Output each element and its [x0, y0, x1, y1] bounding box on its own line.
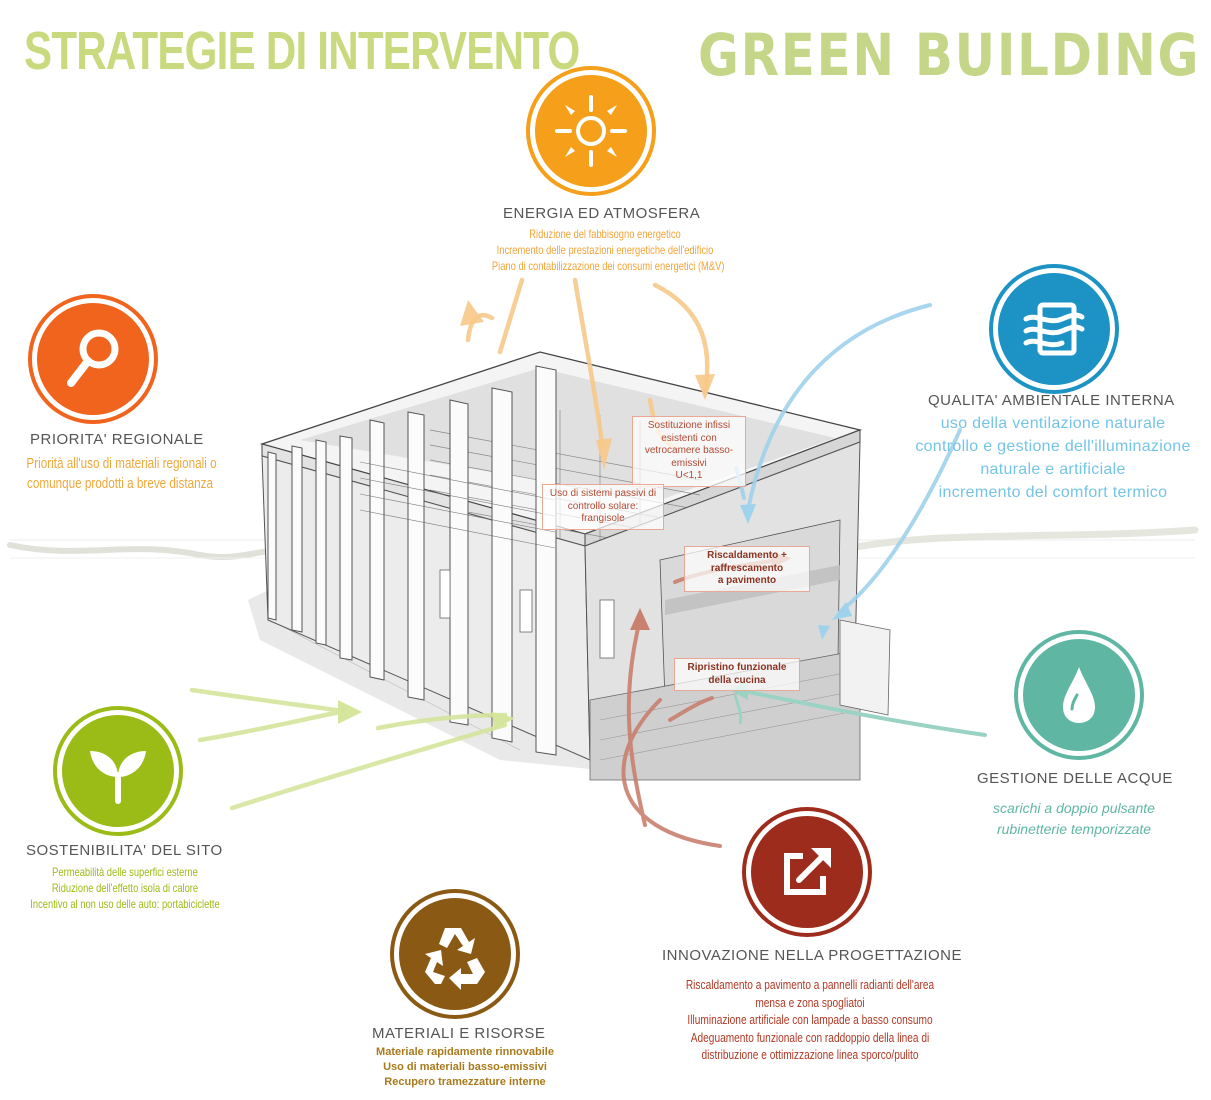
site-heading: SOSTENIBILITA' DEL SITO: [26, 842, 223, 859]
materials-circle: [394, 893, 516, 1015]
external-link-arrow-icon: [784, 848, 831, 895]
innovation-line-3: Illuminazione artificiale con lampade a …: [687, 1012, 933, 1028]
regional-lines: Priorità all'uso di materiali regionali …: [26, 454, 217, 495]
energy-line-3: Piano di contabilizzazione dei consumi e…: [491, 259, 725, 274]
callout-cucina-line-1: Ripristino funzionale della cucina: [687, 662, 787, 686]
water-drop-icon: [1063, 667, 1095, 723]
indoor-lines: uso della ventilazione naturale controll…: [895, 413, 1211, 505]
callout-riscaldamento: Riscaldamento + raffrescamento a pavimen…: [684, 546, 810, 592]
site-line-2: Riduzione dell'effetto isola di calore: [51, 881, 199, 896]
innovation-circle: [746, 811, 868, 933]
innovation-lines: Riscaldamento a pavimento a pannelli rad…: [670, 976, 951, 1064]
water-line-1: scarichi a doppio pulsante: [993, 800, 1155, 816]
indoor-line-2: controllo e gestione dell'illuminazione: [915, 437, 1191, 455]
materials-line-1: Materiale rapidamente rinnovabile: [376, 1046, 554, 1058]
callout-riscaldamento-line-2: a pavimento: [717, 575, 777, 586]
innovation-line-1: Riscaldamento a pavimento a pannelli rad…: [685, 977, 935, 992]
callout-infissi-line-1: Sostituzione infissi esistenti con: [647, 420, 731, 444]
location-pin-icon: [67, 329, 119, 387]
site-line-3: Incentivo al non uso delle auto: portabi…: [30, 897, 220, 912]
recycle-icon: [425, 928, 485, 990]
right-title: GREEN BUILDING: [698, 21, 1201, 89]
materials-heading: MATERIALI E RISORSE: [372, 1025, 546, 1042]
water-circle: [1018, 634, 1140, 756]
innovation-heading: INNOVAZIONE NELLA PROGETTAZIONE: [662, 947, 962, 964]
regional-line-1: Priorità all'uso di materiali regionali …: [26, 455, 217, 472]
indoor-circle: [993, 268, 1115, 390]
callout-riscaldamento-line-1: Riscaldamento + raffrescamento: [707, 550, 787, 574]
regional-heading: PRIORITA' REGIONALE: [30, 431, 204, 448]
callout-cucina: Ripristino funzionale della cucina: [674, 658, 800, 691]
sprout-icon: [90, 751, 146, 804]
materials-line-3: Recupero tramezzature interne: [384, 1076, 546, 1089]
energy-line-2: Incremento delle prestazioni energetiche…: [496, 243, 714, 258]
left-title: STRATEGIE DI INTERVENTO: [24, 21, 580, 81]
ventilation-icon: [1023, 302, 1085, 356]
innovation-line-5: distribuzione e ottimizzazione linea spo…: [701, 1047, 919, 1063]
energy-lines: Riduzione del fabbisogno energetico Incr…: [491, 226, 725, 275]
callout-frangisole-line-1: Uso di sistemi passivi di controllo sola…: [549, 488, 657, 512]
callout-frangisole-line-2: frangisole: [581, 513, 625, 524]
water-lines: scarichi a doppio pulsante rubinetterie …: [950, 798, 1198, 840]
indoor-line-1: uso della ventilazione naturale: [940, 415, 1166, 432]
materials-lines: Materiale rapidamente rinnovabile Uso di…: [345, 1045, 585, 1091]
energy-heading: ENERGIA ED ATMOSFERA: [503, 205, 701, 222]
energy-line-1: Riduzione del fabbisogno energetico: [529, 227, 681, 241]
callout-infissi: Sostituzione infissi esistenti con vetro…: [632, 416, 746, 487]
indoor-line-4: incremento del comfort termico: [938, 483, 1168, 501]
callout-infissi-line-2: vetrocamere basso-emissivi: [644, 445, 734, 469]
site-lines: Permeabilità delle superfici esterne Rid…: [12, 864, 238, 913]
callout-frangisole: Uso di sistemi passivi di controllo sola…: [542, 484, 664, 530]
regional-line-2: comunque prodotti a breve distanza: [26, 475, 214, 493]
indoor-heading: QUALITA' AMBIENTALE INTERNA: [928, 392, 1175, 409]
water-line-2: rubinetterie temporizzate: [996, 821, 1152, 837]
innovation-line-2: mensa e zona spogliatoi: [755, 994, 865, 1010]
energy-circle: [530, 70, 652, 192]
site-circle: [57, 710, 179, 832]
site-line-1: Permeabilità delle superfici esterne: [52, 865, 198, 879]
indoor-line-3: naturale e artificiale: [980, 460, 1126, 478]
regional-circle: [32, 298, 154, 420]
water-heading: GESTIONE DELLE ACQUE: [977, 770, 1173, 787]
materials-line-2: Uso di materiali basso-emissivi: [383, 1061, 547, 1074]
innovation-line-4: Adeguamento funzionale con raddoppio del…: [690, 1029, 930, 1045]
sun-icon: [555, 95, 627, 167]
callout-infissi-line-3: U<1,1: [675, 470, 703, 481]
